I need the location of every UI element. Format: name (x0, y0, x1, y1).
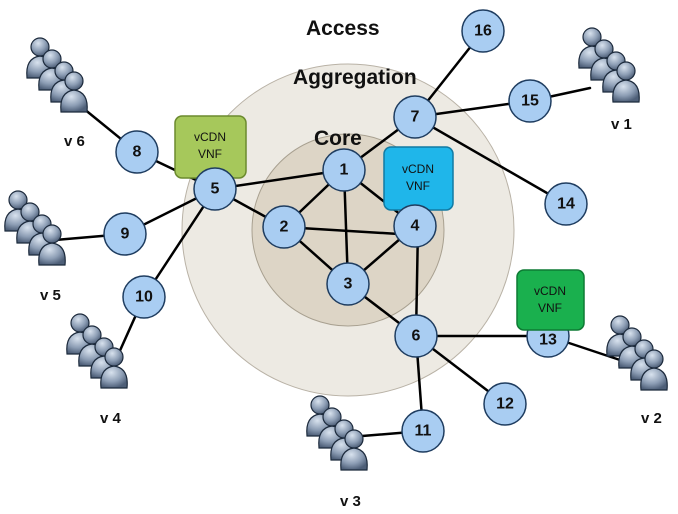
node-4-label: 4 (411, 218, 420, 235)
node-16: 16 (461, 9, 505, 53)
user-group-v4 (66, 313, 128, 389)
node-10: 10 (122, 275, 166, 319)
node-2-label: 2 (280, 219, 289, 236)
node-9-label: 9 (121, 226, 130, 243)
vnf-box-5-line2: VNF (198, 147, 222, 161)
user-group-v1-label: v 1 (611, 116, 632, 133)
vnf-box-13: vCDN VNF (516, 269, 585, 331)
vnf-box-5-line1: vCDN (194, 130, 226, 144)
user-group-v6-label: v 6 (64, 133, 85, 150)
node-9: 9 (103, 212, 147, 256)
user-group-v6 (26, 37, 88, 113)
node-10-label: 10 (135, 289, 153, 306)
node-16-label: 16 (474, 23, 492, 40)
node-13-label: 13 (539, 332, 557, 349)
user-group-v5-label: v 5 (40, 287, 61, 304)
node-15-label: 15 (521, 93, 539, 110)
vnf-box-13-line1: vCDN (534, 284, 566, 298)
node-14: 14 (544, 182, 588, 226)
node-8: 8 (115, 130, 159, 174)
node-12-label: 12 (496, 396, 514, 413)
core-layer-label: Core (314, 127, 362, 150)
user-group-v1 (578, 27, 640, 103)
node-2: 2 (262, 205, 306, 249)
access-layer-label: Access (306, 17, 380, 40)
user-group-v3-label: v 3 (340, 493, 361, 510)
node-15: 15 (508, 79, 552, 123)
link-2-4 (282, 225, 417, 237)
user-group-v4-label: v 4 (100, 410, 122, 427)
node-6: 6 (394, 314, 438, 358)
node-3: 3 (326, 262, 370, 306)
vnf-box-13-line2: VNF (538, 301, 562, 315)
node-4: 4 (393, 204, 437, 248)
node-5-label: 5 (211, 181, 220, 198)
node-8-label: 8 (133, 144, 142, 161)
aggregation-layer-label: Aggregation (293, 66, 417, 89)
node-3-label: 3 (344, 276, 353, 293)
node-11: 11 (401, 409, 445, 453)
node-12: 12 (483, 382, 527, 426)
node-11-label: 11 (415, 423, 432, 440)
node-1-label: 1 (340, 162, 349, 179)
node-1: 1 (322, 148, 366, 192)
user-group-v2-label: v 2 (641, 410, 662, 427)
link-7-14 (413, 115, 568, 206)
vnf-box-4: vCDN VNF (383, 146, 454, 211)
user-group-v3 (306, 395, 368, 471)
user-group-v2 (606, 315, 668, 391)
vnf-box-4-line1: vCDN (402, 162, 434, 176)
nodes: 1 2 3 4 5 6 7 8 9 10 11 12 13 14 15 16 (103, 9, 588, 453)
node-14-label: 14 (557, 196, 575, 213)
node-6-label: 6 (412, 328, 421, 345)
node-7-label: 7 (411, 109, 420, 126)
user-group-v5 (4, 190, 66, 266)
node-7: 7 (393, 95, 437, 139)
vnf-box-4-line2: VNF (406, 179, 430, 193)
node-5: 5 (193, 167, 237, 211)
